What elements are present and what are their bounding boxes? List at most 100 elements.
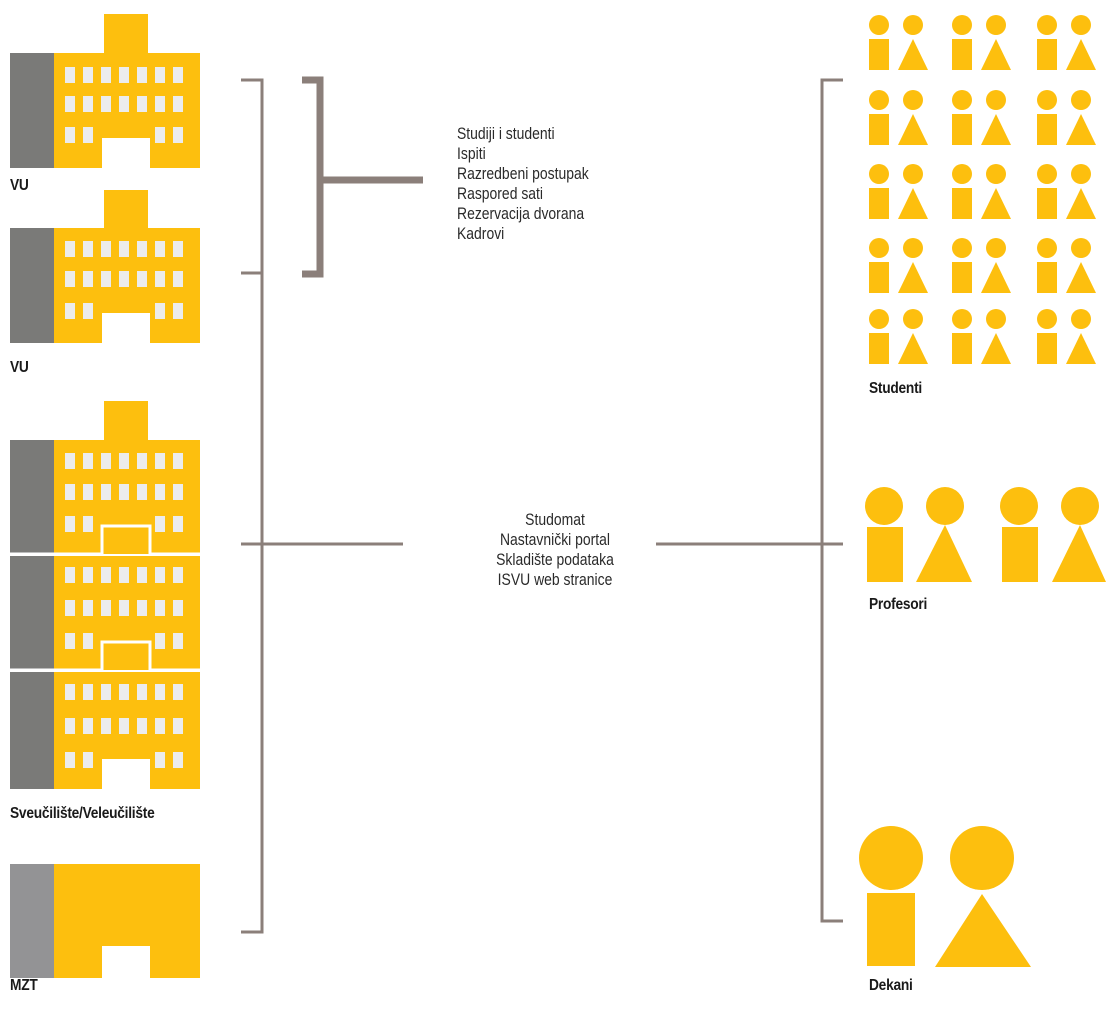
building-window [83, 303, 93, 319]
building-window [137, 567, 147, 583]
building-window [119, 600, 129, 616]
person-body-male [952, 188, 972, 219]
building-window [173, 303, 183, 319]
person-head [1037, 164, 1057, 184]
person-head [1037, 90, 1057, 110]
person-head [952, 90, 972, 110]
person-body-female [981, 39, 1011, 70]
person-head [869, 15, 889, 35]
person-head [1071, 15, 1091, 35]
person-head [986, 238, 1006, 258]
building-window [173, 241, 183, 257]
person-head [1061, 487, 1099, 525]
building-window [65, 241, 75, 257]
building-door [10, 524, 200, 556]
student-pair [952, 309, 1011, 364]
building-window [155, 271, 165, 287]
person-body-female [898, 333, 928, 364]
person-body-female [898, 262, 928, 293]
module-item: Rezervacija dvorana [457, 204, 585, 223]
student-pair [1037, 15, 1096, 70]
building-window [119, 567, 129, 583]
person-body-male [869, 188, 889, 219]
building-window [155, 303, 165, 319]
student-pair [869, 238, 928, 293]
person-body-female [1066, 114, 1096, 145]
modules-list: Studiji i studenti Ispiti Razredbeni pos… [457, 124, 589, 244]
person-body-male [867, 527, 903, 582]
person-body-female [916, 525, 972, 582]
building-window [83, 567, 93, 583]
building-window [83, 241, 93, 257]
person-body-female [1066, 39, 1096, 70]
building-tower [104, 401, 148, 441]
building-window [83, 718, 93, 734]
person-head [952, 238, 972, 258]
building-window [101, 684, 111, 700]
building-window [173, 752, 183, 768]
person-body-male [952, 333, 972, 364]
person-body-male [869, 114, 889, 145]
person-body-female [1066, 333, 1096, 364]
building-window [83, 633, 93, 649]
person-body-male [869, 333, 889, 364]
modules-bracket [302, 76, 324, 278]
building-window [173, 67, 183, 83]
person-head [1071, 90, 1091, 110]
building-tower [104, 14, 148, 54]
institutions-bracket [241, 78, 264, 934]
student-pair [1037, 90, 1096, 145]
building-door [102, 138, 150, 168]
building-window [137, 484, 147, 500]
ministry-label: MZT [10, 977, 38, 994]
building-window [101, 453, 111, 469]
vu-top-label: VU [10, 177, 29, 194]
building-window [173, 127, 183, 143]
professor-pair [865, 487, 972, 582]
building-tower [104, 190, 148, 230]
module-item: Razredbeni postupak [457, 164, 589, 183]
building-window [119, 684, 129, 700]
professor-pair [1000, 487, 1106, 582]
person-head [1071, 238, 1091, 258]
building-window [155, 127, 165, 143]
building-window [173, 684, 183, 700]
building-window [65, 718, 75, 734]
person-head [952, 164, 972, 184]
building-university-upper [10, 440, 200, 556]
building-window [155, 453, 165, 469]
building-window [65, 303, 75, 319]
building-window [119, 453, 129, 469]
building-window [155, 96, 165, 112]
building-window [83, 453, 93, 469]
student-pair [952, 15, 1011, 70]
building-window [173, 453, 183, 469]
building-window [65, 96, 75, 112]
building-door [102, 759, 150, 789]
building-window [137, 96, 147, 112]
student-pair [952, 238, 1011, 293]
person-body-female [1066, 188, 1096, 219]
person-head [1071, 309, 1091, 329]
person-body-male [952, 262, 972, 293]
building-window [155, 567, 165, 583]
building-window [119, 718, 129, 734]
vu-bottom-label: VU [10, 359, 29, 376]
building-window [173, 718, 183, 734]
building-window [65, 453, 75, 469]
building-window [119, 271, 129, 287]
person-body-male [952, 39, 972, 70]
building-window [101, 600, 111, 616]
building-window [173, 96, 183, 112]
person-body-female [1066, 262, 1096, 293]
person-body-male [869, 262, 889, 293]
person-head [952, 15, 972, 35]
building-window [155, 516, 165, 532]
person-head [859, 826, 923, 890]
dean-pair [859, 826, 1031, 967]
person-head [986, 164, 1006, 184]
building-window [155, 752, 165, 768]
building-window [65, 600, 75, 616]
person-head [952, 309, 972, 329]
person-head [869, 238, 889, 258]
